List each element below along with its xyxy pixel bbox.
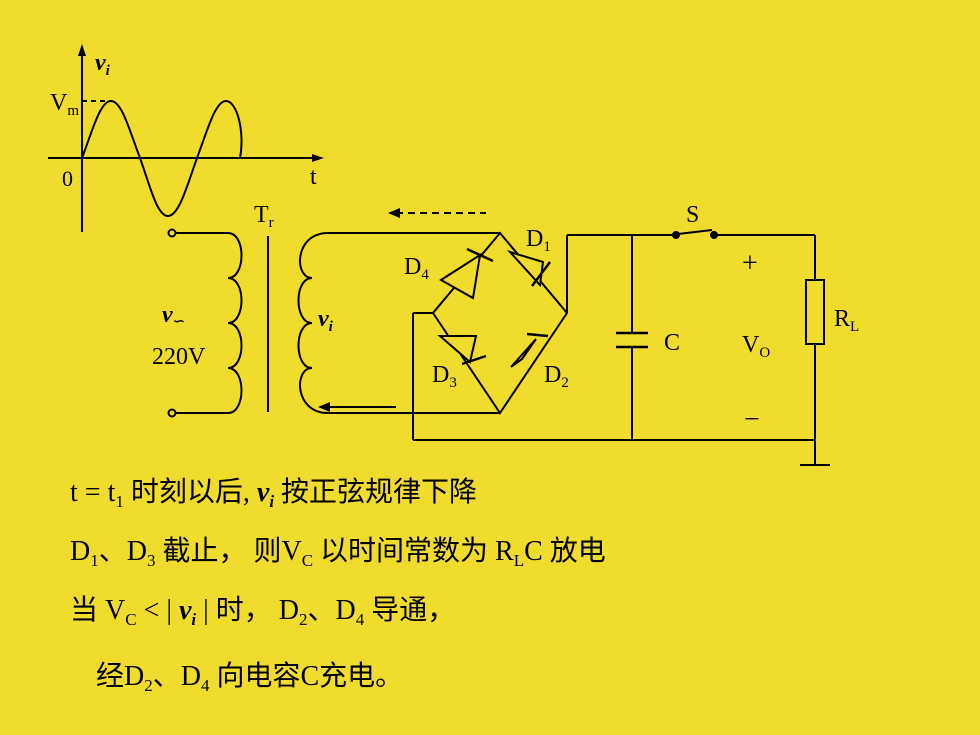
transformer <box>167 228 329 418</box>
graph-x-label: t <box>310 164 317 190</box>
diode-d4 <box>439 247 494 300</box>
y-axis-arrow <box>78 44 86 56</box>
primary-winding <box>176 232 243 414</box>
capacitor <box>616 331 648 349</box>
d4-label: D4 <box>404 254 429 283</box>
switch <box>672 229 718 239</box>
text-line-4: 经D2、D4 向电容C充电。 <box>96 661 404 695</box>
d2-label: D2 <box>544 362 569 391</box>
graph-y-label: vi <box>95 50 111 79</box>
current-arrow-bottom <box>318 402 396 412</box>
transformer-label: Tr <box>254 202 274 231</box>
load-resistor <box>805 279 825 345</box>
d3-label: D3 <box>432 362 457 391</box>
waveform-graph <box>48 44 324 232</box>
secondary-winding <box>297 232 329 414</box>
rectifier-diagram: vi Vm 0 t Tr v∽ 220V vi <box>48 44 859 466</box>
text-line-2: D1、D3 截止， 则VC 以时间常数为 RLC 放电 <box>70 536 606 570</box>
graph-origin-label: 0 <box>62 166 73 191</box>
switch-label: S <box>686 202 699 228</box>
diode-d3 <box>437 335 487 366</box>
primary-terminal-top <box>167 228 177 238</box>
primary-value-label: 220V <box>152 344 206 370</box>
secondary-voltage-label: vi <box>318 306 334 335</box>
text-line-3: 当 VC < | vi | 时， D2、D4 导通， <box>70 595 456 629</box>
output-plus-sign: + <box>742 248 758 279</box>
text-line-1: t = t1 时刻以后, vi 按正弦规律下降 <box>70 477 478 511</box>
sine-wave <box>81 99 243 218</box>
graph-peak-label: Vm <box>50 90 79 119</box>
primary-terminal-bottom <box>167 408 177 418</box>
capacitor-label: C <box>664 330 680 356</box>
load-label: RL <box>834 306 859 335</box>
d1-label: D1 <box>526 226 551 255</box>
diode-d1 <box>506 249 551 288</box>
x-axis-arrow <box>312 154 324 162</box>
primary-voltage-label: v∽ <box>162 302 185 330</box>
bridge-wiring <box>328 231 830 466</box>
output-voltage-label: VO <box>742 332 770 361</box>
output-minus-sign: − <box>744 404 760 435</box>
current-arrow-top <box>388 208 486 218</box>
diode-d2 <box>510 332 549 368</box>
